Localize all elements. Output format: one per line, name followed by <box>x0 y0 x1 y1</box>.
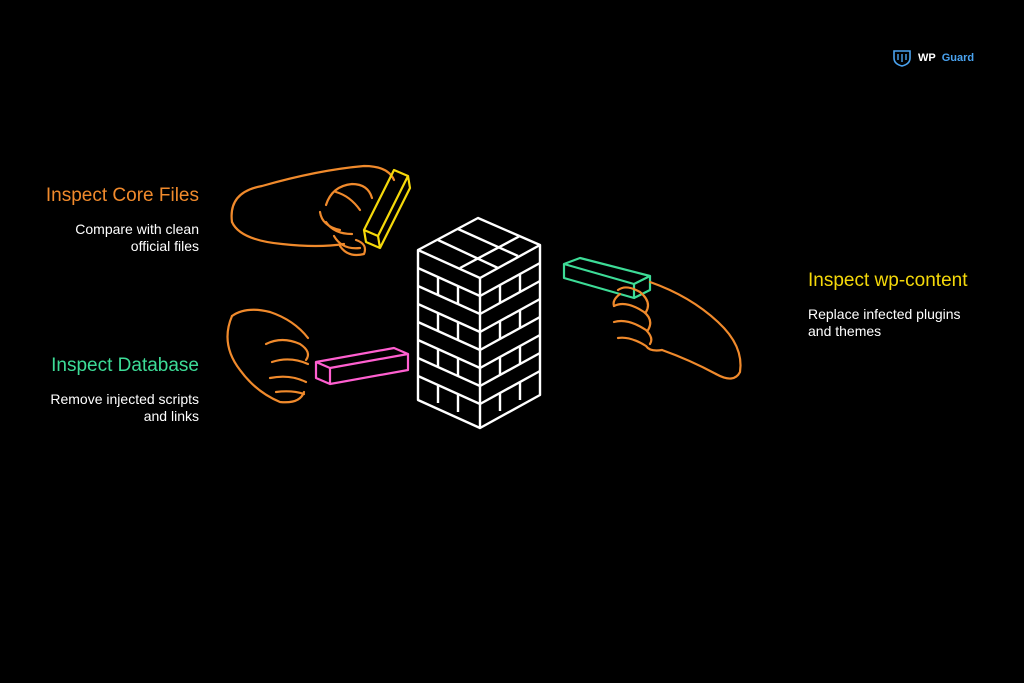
step-core-desc: Compare with clean official files <box>0 221 199 255</box>
step-core-files: Inspect Core Files Compare with clean of… <box>0 185 199 255</box>
step-database: Inspect Database Remove injected scripts… <box>0 355 199 425</box>
brand-wp: WP <box>918 52 936 64</box>
jenga-tower <box>416 216 542 430</box>
brand-logo: WP Guard <box>892 49 974 67</box>
step-content-desc-line1: Replace infected plugins <box>808 306 961 322</box>
step-core-desc-line2: official files <box>130 238 199 254</box>
hand-core-files <box>230 164 396 257</box>
step-content-desc-line2: and themes <box>808 323 882 339</box>
shield-logo-icon <box>893 50 911 67</box>
step-database-desc: Remove injected scripts and links <box>0 391 199 425</box>
hand-database <box>226 308 310 404</box>
step-core-desc-line1: Compare with clean <box>75 221 199 237</box>
step-content-title: Inspect wp-content <box>808 270 968 291</box>
block-wp-content <box>562 256 652 300</box>
step-database-desc-line2: and links <box>143 408 199 424</box>
hand-wp-content <box>612 280 742 380</box>
step-core-title: Inspect Core Files <box>45 185 199 206</box>
step-database-desc-line1: Remove injected scripts <box>50 391 199 407</box>
block-database <box>314 346 410 386</box>
brand-guard: Guard <box>941 52 975 64</box>
step-database-title: Inspect Database <box>51 355 199 376</box>
step-content-desc: Replace infected plugins and themes <box>808 306 1008 340</box>
step-wp-content: Inspect wp-content Replace infected plug… <box>808 270 1008 340</box>
block-core-files <box>362 168 412 250</box>
